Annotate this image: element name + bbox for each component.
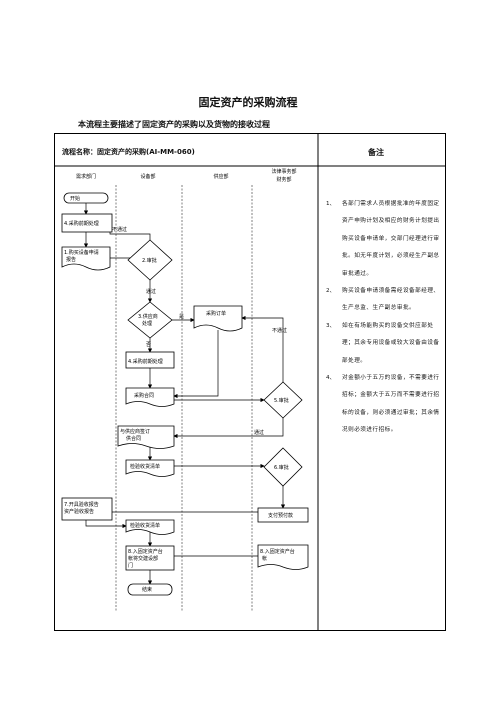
note-text: 如在有场能购买的设备交供应部处理；其余专用设备或较大设备由设备部处理。 [342,322,440,364]
node-receipt-list-2 [125,519,175,535]
label-pass: 通过 [146,288,156,295]
note-text: 对金额小于五万的设备，不需要进行招标；金额大于五万而不需要进行招标的设备，则必须… [342,375,440,434]
note-text: 购买设备申请须备需经设备部经理、生产总监、生产副总审批。 [342,288,440,312]
label-purchase-order: 采购订单 [206,310,226,317]
lane-demand: 需求部门 [76,173,96,180]
label-pass-2: 通过 [254,429,264,436]
lane-equipment: 设备部 [140,173,155,180]
node-purchase-order [193,305,243,332]
table-frame [54,133,446,631]
label-sign-contract-a: 与供应商签订 [120,428,150,435]
node-approval-5 [263,381,303,419]
node-supplier-3 [127,301,173,339]
note-item: 2、 购买设备申请须备需经设备部经理、生产总监、生产副总审批。 [326,283,442,318]
note-number: 1、 [326,201,336,207]
node-acceptance-report [61,497,113,521]
label-supplier-3b: 处理 [142,320,152,327]
node-approval-2 [127,239,173,281]
flow-name: 流程名称：固定资产的采购(AI-MM-060) [62,148,195,156]
label-approval-6: 6.审批 [274,464,289,471]
note-number: 3、 [326,322,336,329]
node-purchase-contract [125,387,175,407]
note-item: 1、 各部门需求人员根据批准的年度固定资产申购计划及相应的财务计划提出购买设备申… [326,196,442,283]
label-prepayment: 支付预付款 [268,512,293,519]
label-pre-process-1: 4.采购前期处理 [64,220,99,227]
note-number: 2、 [326,288,336,295]
label-purchase-request-1: 1.购买设备申请 [64,249,99,256]
node-pre-process-2 [125,351,175,369]
notes-header: 备注 [368,148,384,157]
node-pre-process-1 [61,213,113,233]
label-asset-ledger-2b: 帐 [262,555,267,562]
node-asset-ledger-1 [125,545,175,571]
label-pre-process-2: 4.采购前期处理 [128,358,163,365]
label-approval-2: 2.审批 [142,257,157,264]
label-receipt-list-1: 检验收货清单 [130,463,160,470]
label-no: 否 [146,342,151,348]
label-fail-2: 不通过 [272,327,287,334]
label-yes: 是 [179,314,184,320]
node-prepayment [257,507,309,523]
note-text: 各部门需求人员根据批准的年度固定资产申购计划及相应的财务计划提出购买设备申请单，… [342,201,440,277]
node-end [127,583,173,596]
node-start [63,192,109,204]
node-receipt-list-1 [125,459,175,477]
label-end: 结束 [142,586,152,593]
note-item: 3、 如在有场能购买的设备交供应部处理；其余专用设备或较大设备由设备部处理。 [326,318,442,370]
label-approval-5: 5.审批 [274,397,289,404]
label-acceptance-b: 资产验收报告 [64,508,94,515]
label-sign-contract-b: 供合同 [126,435,141,442]
label-asset-ledger-1a: 8.入固定资产台 [128,548,163,555]
label-supplier-3a: 3.供应商 [138,313,158,320]
node-approval-6 [263,447,303,487]
note-number: 4、 [326,375,336,382]
notes-list: 1、 各部门需求人员根据批准的年度固定资产申购计划及相应的财务计划提出购买设备申… [326,196,442,440]
lane-supply: 供应部 [213,173,228,180]
lane-finance: 财务部 [276,176,291,183]
label-fail-1: 不通过 [112,226,127,233]
label-purchase-contract: 采购合同 [134,392,154,399]
label-asset-ledger-2a: 8.入固定资产台 [260,548,295,555]
label-start: 开始 [70,195,80,202]
lane-legal: 法律事务部 [271,168,296,175]
label-receipt-list-2: 检验收货清单 [130,522,160,529]
note-item: 4、 对金额小于五万的设备，不需要进行招标；金额大于五万而不需要进行招标的设备，… [326,370,442,440]
label-asset-ledger-1c: 门 [128,562,133,569]
label-asset-ledger-1b: 帐将交建设部 [128,555,158,562]
node-purchase-request [61,246,111,271]
label-acceptance-a: 7.开具验收报告 [64,501,99,508]
node-asset-ledger-2 [257,544,309,570]
page-subtitle: 本流程主要描述了固定资产的采购以及货物的接收过程 [78,120,270,129]
node-sign-contract [117,425,175,449]
page-title: 固定资产的采购流程 [198,96,298,109]
label-purchase-request-2: 报告 [66,256,76,263]
